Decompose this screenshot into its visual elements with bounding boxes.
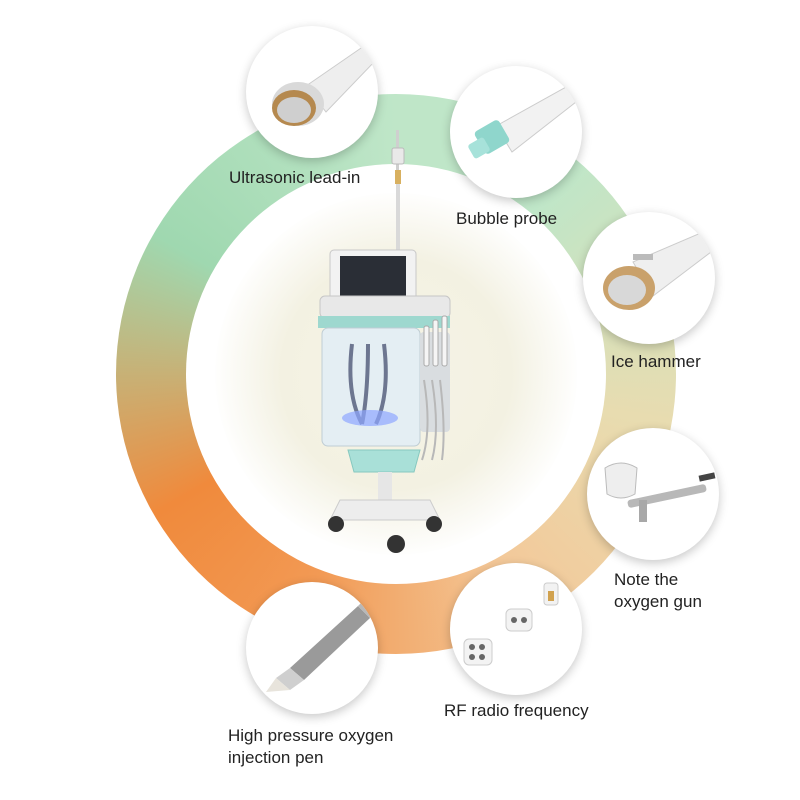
oxygen-gun-bubble bbox=[587, 428, 719, 560]
bubble-probe-label: Bubble probe bbox=[456, 209, 558, 228]
ice-hammer-bubble bbox=[583, 212, 715, 344]
bubble-probe-icon bbox=[468, 85, 577, 159]
ice-hammer-icon bbox=[603, 231, 712, 310]
oxygen-pen-bubble bbox=[246, 582, 378, 714]
rf-label: RF radio frequency bbox=[444, 701, 589, 720]
oxygen-gun-label-line2: oxygen gun bbox=[614, 592, 702, 611]
beauty-machine-image bbox=[318, 130, 451, 553]
oxygen-gun-icon bbox=[604, 462, 716, 522]
oxygen-gun-label-line1: Note the bbox=[614, 570, 679, 589]
bubble-probe-bubble bbox=[450, 66, 582, 198]
ice-hammer-label: Ice hammer bbox=[611, 352, 701, 371]
oxygen-pen-icon bbox=[266, 598, 378, 692]
ultrasonic-label: Ultrasonic lead-in bbox=[229, 168, 361, 187]
pen-label-line2: injection pen bbox=[228, 748, 324, 767]
pen-label-line1: High pressure oxygen bbox=[228, 726, 394, 745]
rf-bubble bbox=[450, 563, 582, 695]
ultrasonic-probe-icon bbox=[272, 45, 377, 126]
ultrasonic-bubble bbox=[246, 26, 378, 158]
rf-heads-icon bbox=[463, 582, 559, 666]
